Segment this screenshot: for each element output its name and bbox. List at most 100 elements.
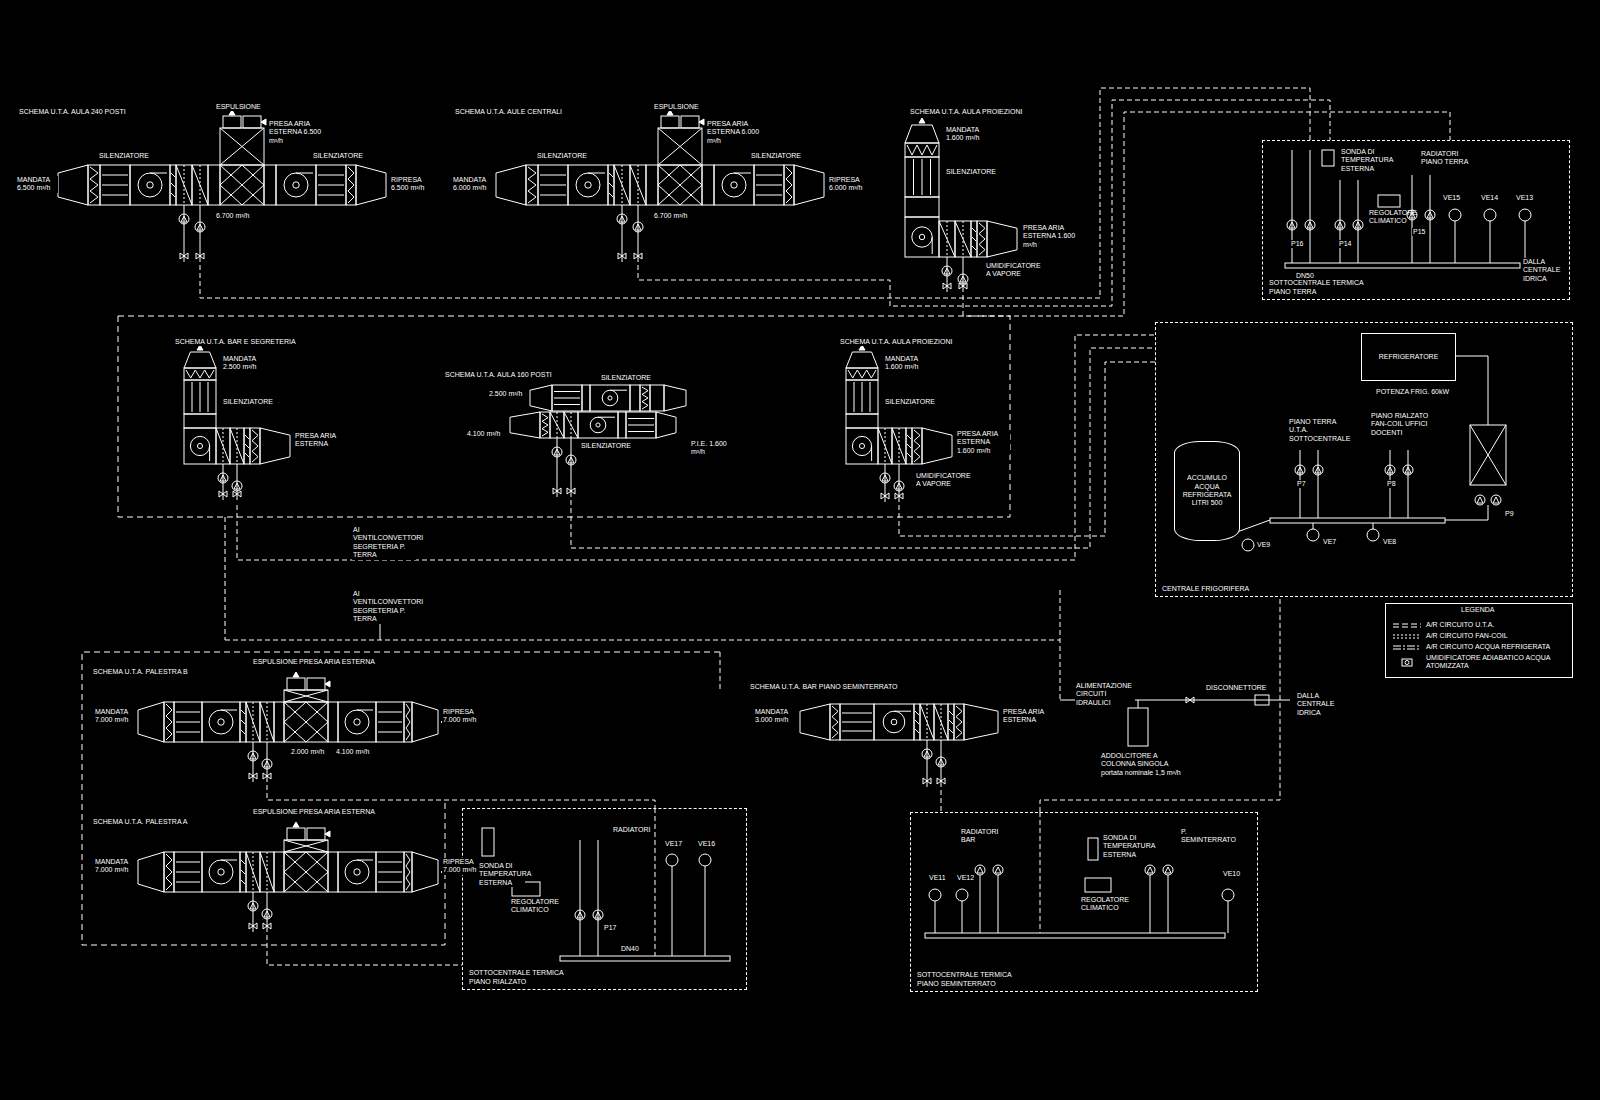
drawing-stroke [244,428,250,464]
drawing-stroke [234,483,240,489]
drawing-stroke [262,759,272,769]
drawing-stroke [885,428,886,464]
drawing-stroke [640,385,650,411]
drawing-stroke [118,316,1010,517]
drawing-stroke [595,912,601,918]
drawing-stroke [681,116,699,128]
node-heading: REFRIGERATORE [1376,351,1442,363]
drawing-label: PRESA ARIA ESTERNA 1.600 m³/h [956,430,1010,455]
drawing-stroke [1519,209,1531,221]
drawing-stroke [977,221,987,257]
drawing-stroke [1403,465,1413,475]
drawing-stroke [560,956,730,961]
drawing-stroke [630,165,646,205]
drawing-stroke [923,778,931,784]
drawing-stroke [378,862,402,863]
drawing-stroke [922,428,952,464]
drawing-stroke [944,268,950,274]
drawing-stroke [575,910,585,920]
drawing-stroke [554,404,580,405]
drawing-label: 2.000 m³/h [290,748,325,756]
drawing-stroke [542,414,548,436]
drawing-stroke [1163,865,1173,875]
drawing-stroke [734,173,751,174]
drawing-stroke [550,412,564,438]
drawing-stroke [842,731,872,732]
air-handling-unit [510,385,686,497]
drawing-stroke [635,224,641,230]
drawing-stroke [664,385,686,411]
drawing-stroke [633,222,643,232]
drawing-stroke [241,720,245,724]
drawing-stroke [1289,222,1295,228]
drawing-stroke [246,702,260,742]
drawing-stroke [274,702,284,742]
drawing-stroke [628,425,654,426]
drawing-stroke [1470,425,1506,485]
drawing-stroke [223,428,224,464]
drawing-stroke [176,165,192,205]
drawing-label: AI VENTILCONVETTORI SEGRETERIA P. TERRA [352,526,416,560]
drawing-stroke [174,852,202,892]
drawing-stroke [376,702,404,742]
drawing-stroke [241,730,245,734]
drawing-stroke [975,865,985,875]
drawing-stroke [209,446,210,461]
drawing-stroke [566,455,576,465]
drawing-stroke [658,165,702,205]
drawing-stroke [345,860,369,884]
drawing-label: PRESA ARIA ESTERNA [1002,708,1046,725]
drawing-label: SILENZIATORE [600,374,652,382]
drawing-label: DN40 [620,945,640,953]
node-heading: SCHEMA U.T.A. AULA 160 POSTI [444,371,553,379]
drawing-stroke [784,165,794,205]
drawing-stroke [972,246,976,250]
legend-text: A/R CIRCUITO U.T.A. [1426,621,1494,629]
drawing-stroke [699,119,704,125]
drawing-stroke [1168,875,1169,933]
drawing-stroke [184,380,216,414]
drawing-stroke [1307,222,1313,228]
drawing-stroke [284,173,308,197]
plant-room: SOTTOCENTRALE TERMICA PIANO RIALZATO [462,808,747,990]
legend-sample [1392,643,1422,652]
drawing-stroke [1393,646,1421,647]
pipe-connector [963,112,1450,316]
drawing-label: VE14 [1480,194,1499,202]
ahu-scheme: SCHEMA U.T.A. AULA 240 POSTI [14,105,434,265]
pipe-connector [638,100,1330,306]
drawing-stroke [576,173,600,197]
drawing-stroke [1165,867,1171,873]
drawing-stroke [1270,518,1445,523]
drawing-stroke [138,852,164,892]
drawing-stroke [284,852,328,892]
drawing-stroke [248,751,258,761]
drawing-stroke [1315,467,1321,473]
drawing-stroke [1455,356,1488,357]
legend-text: A/R CIRCUITO FAN-COIL [1426,632,1508,640]
drawing-label: P. SEMINTERRATO [1180,828,1227,845]
drawing-label: RADIATORI PIANO TERRA [1420,150,1472,167]
drawing-label: SILENZIATORE [750,152,802,160]
drawing-stroke [138,173,162,197]
drawing-stroke [557,412,558,438]
drawing-stroke [598,840,599,956]
drawing-stroke [1488,505,1489,520]
drawing-stroke [937,778,945,784]
drawing-stroke [568,165,608,205]
drawing-stroke [714,165,754,205]
drawing-label: DALLA CENTRALE IDRICA [1296,692,1343,717]
drawing-stroke [1405,660,1409,664]
drawing-stroke [646,165,658,205]
drawing-stroke [220,165,264,205]
drawing-label: MANDATA 7.000 m³/h [94,858,136,875]
drawing-label: RIPRESA 6.500 m³/h [390,176,432,193]
drawing-stroke [552,385,582,411]
legend-row: A/R CIRCUITO FAN-COIL [1392,632,1566,641]
drawing-stroke [1322,150,1334,166]
drawing-stroke [934,704,948,740]
drawing-label: 2.500 m³/h [488,390,523,398]
drawing-stroke [756,195,782,196]
drawing-stroke [642,387,648,409]
ahu-scheme: SCHEMA U.T.A. AULE CENTRALI [450,105,870,265]
